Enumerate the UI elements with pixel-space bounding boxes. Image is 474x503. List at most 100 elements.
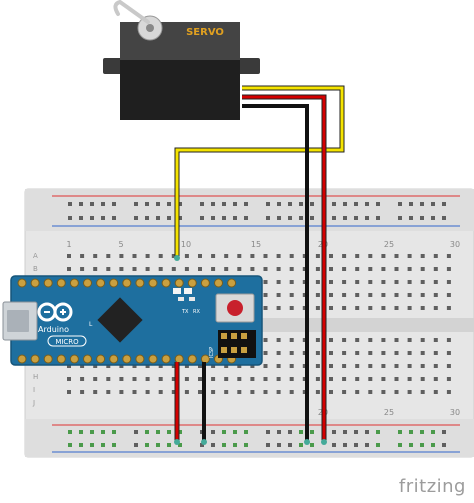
breadboard-hole bbox=[302, 254, 307, 258]
breadboard-hole bbox=[368, 306, 373, 310]
breadboard-hole bbox=[289, 293, 294, 297]
breadboard-hole bbox=[132, 390, 137, 394]
wire-end-arduino-red bbox=[174, 439, 180, 445]
breadboard-hole bbox=[134, 430, 138, 434]
breadboard-hole bbox=[178, 216, 182, 220]
breadboard-hole bbox=[288, 443, 292, 447]
breadboard-hole bbox=[276, 267, 281, 271]
breadboard-hole bbox=[112, 443, 116, 447]
breadboard-hole bbox=[132, 377, 137, 381]
breadboard-hole bbox=[332, 443, 336, 447]
breadboard-hole bbox=[398, 216, 402, 220]
breadboard-hole bbox=[442, 430, 446, 434]
breadboard-hole bbox=[198, 364, 202, 368]
breadboard-hole bbox=[68, 216, 72, 220]
breadboard-hole bbox=[376, 202, 380, 206]
breadboard-hole bbox=[433, 390, 438, 394]
breadboard-hole bbox=[302, 280, 307, 284]
breadboard-hole bbox=[106, 254, 111, 258]
breadboard-hole bbox=[184, 267, 189, 271]
row-letter-j: J bbox=[32, 399, 35, 407]
arduino-micro: Arduino MICRO L TX RX ICSP bbox=[2, 275, 263, 366]
breadboard-hole bbox=[302, 390, 307, 394]
breadboard-hole bbox=[355, 306, 360, 310]
breadboard-hole bbox=[433, 338, 438, 342]
breadboard-hole bbox=[310, 430, 314, 434]
arduino-model: MICRO bbox=[55, 338, 79, 346]
breadboard-hole bbox=[167, 430, 171, 434]
servo-red-wire-core bbox=[242, 95, 326, 442]
breadboard-hole bbox=[211, 216, 215, 220]
breadboard-hole bbox=[145, 254, 150, 258]
breadboard-hole bbox=[329, 254, 333, 258]
breadboard-hole bbox=[178, 443, 182, 447]
breadboard-hole bbox=[394, 364, 399, 368]
breadboard-hole bbox=[277, 216, 281, 220]
breadboard-hole bbox=[289, 280, 294, 284]
breadboard-hole bbox=[184, 364, 189, 368]
header-pin bbox=[56, 354, 66, 364]
breadboard-hole bbox=[431, 216, 435, 220]
breadboard-hole bbox=[266, 443, 270, 447]
breadboard-hole bbox=[276, 338, 281, 342]
header-pin bbox=[43, 354, 53, 364]
breadboard-hole bbox=[446, 377, 451, 381]
breadboard-hole bbox=[211, 377, 216, 381]
breadboard-hole bbox=[90, 202, 94, 206]
breadboard-hole bbox=[145, 267, 150, 271]
reset-button-cap[interactable] bbox=[227, 300, 243, 316]
breadboard-hole bbox=[368, 390, 373, 394]
breadboard-hole bbox=[90, 216, 94, 220]
rx-label: RX bbox=[193, 309, 200, 315]
col-number-1: 1 bbox=[66, 240, 71, 249]
breadboard-hole bbox=[433, 306, 438, 310]
breadboard-hole bbox=[302, 338, 307, 342]
breadboard-hole bbox=[250, 377, 255, 381]
breadboard-hole bbox=[237, 377, 242, 381]
breadboard-hole bbox=[263, 351, 268, 355]
breadboard-hole bbox=[420, 377, 425, 381]
breadboard-hole bbox=[119, 254, 124, 258]
breadboard-hole bbox=[93, 390, 98, 394]
breadboard-hole bbox=[178, 430, 182, 434]
breadboard-hole bbox=[446, 280, 451, 284]
breadboard-hole bbox=[289, 267, 294, 271]
breadboard-hole bbox=[171, 254, 176, 258]
breadboard-hole bbox=[167, 443, 171, 447]
breadboard-hole bbox=[407, 267, 412, 271]
breadboard-hole bbox=[354, 216, 358, 220]
header-pin bbox=[43, 278, 53, 288]
breadboard-hole bbox=[431, 430, 435, 434]
breadboard-hole bbox=[433, 364, 438, 368]
breadboard-hole bbox=[355, 390, 360, 394]
breadboard-hole bbox=[222, 216, 226, 220]
breadboard-hole bbox=[381, 267, 386, 271]
breadboard-hole bbox=[407, 351, 412, 355]
breadboard-hole bbox=[446, 338, 451, 342]
breadboard-hole bbox=[233, 443, 237, 447]
breadboard-hole bbox=[211, 267, 216, 271]
breadboard-hole bbox=[288, 202, 292, 206]
header-pin bbox=[135, 278, 145, 288]
breadboard-hole bbox=[442, 216, 446, 220]
header-pins-bottom bbox=[17, 354, 237, 364]
breadboard-hole bbox=[381, 338, 386, 342]
breadboard-hole bbox=[368, 364, 373, 368]
breadboard-hole bbox=[211, 364, 216, 368]
breadboard-hole bbox=[184, 254, 189, 258]
breadboard-hole bbox=[250, 267, 255, 271]
breadboard-hole bbox=[244, 216, 248, 220]
breadboard-hole bbox=[112, 430, 116, 434]
breadboard-hole bbox=[420, 267, 425, 271]
col-number-30: 30 bbox=[450, 240, 460, 249]
breadboard-hole bbox=[244, 202, 248, 206]
breadboard-hole bbox=[289, 338, 294, 342]
breadboard-hole bbox=[355, 338, 360, 342]
breadboard-hole bbox=[132, 254, 137, 258]
breadboard-hole bbox=[299, 443, 303, 447]
header-pin bbox=[96, 354, 106, 364]
breadboard-hole bbox=[288, 216, 292, 220]
breadboard-hole bbox=[276, 254, 281, 258]
breadboard-hole bbox=[158, 390, 163, 394]
